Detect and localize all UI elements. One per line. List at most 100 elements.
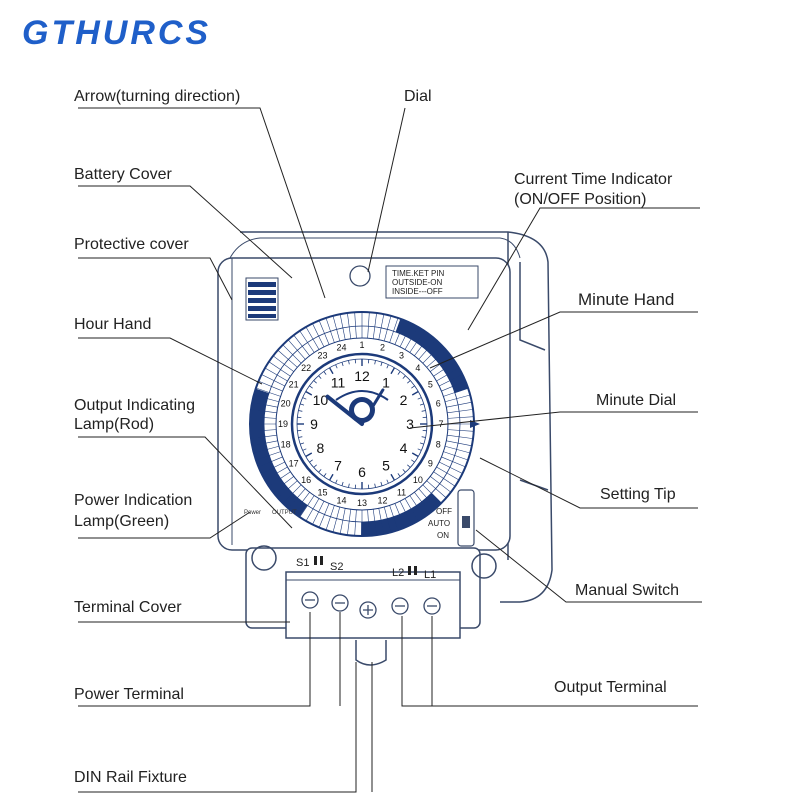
ring-number: 18 xyxy=(281,439,291,449)
label-dial: Dial xyxy=(404,88,432,105)
ring-tick xyxy=(250,429,277,432)
minute-tick xyxy=(335,364,338,369)
ring-tick xyxy=(332,315,341,342)
ring-tick xyxy=(299,330,315,353)
minute-tick xyxy=(380,481,383,486)
dial-number: 4 xyxy=(400,440,408,456)
minute-tick xyxy=(411,459,415,463)
ring-tick xyxy=(250,416,277,419)
on-segment-1 xyxy=(249,388,308,517)
ring-tick xyxy=(347,312,352,339)
ring-tick xyxy=(287,488,306,509)
ring-tick xyxy=(258,380,283,392)
ring-number: 19 xyxy=(278,419,288,429)
ring-tick xyxy=(409,495,425,518)
ring-number: 21 xyxy=(289,380,299,390)
dial-number: 9 xyxy=(310,416,318,432)
ring-number: 6 xyxy=(436,399,441,409)
ring-tick xyxy=(443,387,469,397)
minute-tick xyxy=(341,481,344,486)
minute-tick xyxy=(380,362,383,367)
ring-tick xyxy=(250,409,277,414)
ring-tick xyxy=(430,476,452,493)
ring-tick xyxy=(268,361,291,377)
pin-text-1: TIME.KET PIN xyxy=(392,269,445,278)
ring-tick xyxy=(258,456,283,468)
ring-tick xyxy=(418,488,437,509)
ring-tick xyxy=(252,440,278,447)
setting-tip xyxy=(470,420,480,428)
label-output-lamp-2: Lamp(Rod) xyxy=(74,416,154,433)
ring-tick xyxy=(399,323,412,348)
minute-tick xyxy=(407,380,411,384)
ring-number: 8 xyxy=(436,439,441,449)
minute-tick xyxy=(302,397,307,400)
minute-tick xyxy=(421,436,426,438)
ring-tick xyxy=(287,339,306,360)
label-minute-hand: Minute Hand xyxy=(578,290,674,309)
label-battery-cover: Battery Cover xyxy=(74,166,172,183)
ring-tick xyxy=(347,509,352,536)
ring-tick xyxy=(268,471,291,487)
minute-tick xyxy=(386,479,389,484)
ring-tick xyxy=(332,506,341,533)
terminal-s2: S2 xyxy=(330,561,343,573)
minute-tick xyxy=(309,385,313,389)
ring-tick xyxy=(325,505,335,531)
label-terminal-cover: Terminal Cover xyxy=(74,599,182,616)
ring-tick xyxy=(367,312,370,339)
dial-number: 6 xyxy=(358,464,366,480)
ring-number: 7 xyxy=(438,419,443,429)
battery-cover xyxy=(245,277,279,321)
din-clip xyxy=(355,640,387,666)
ring-tick xyxy=(438,461,463,474)
ring-number: 23 xyxy=(317,351,327,361)
center-hub-inner xyxy=(354,402,370,418)
ring-number: 16 xyxy=(301,475,311,485)
label-hour-hand: Hour Hand xyxy=(74,316,151,333)
label-current-time-2: (ON/OFF Position) xyxy=(514,191,646,208)
key-pin xyxy=(349,265,371,287)
on-segment-2 xyxy=(395,318,469,394)
terminal-screws xyxy=(301,591,441,619)
minute-tick xyxy=(407,464,411,468)
ring-tick xyxy=(372,509,377,536)
ring-tick xyxy=(404,326,419,350)
ring-tick xyxy=(409,330,425,353)
minute-tick xyxy=(374,360,376,365)
ring-tick xyxy=(394,320,406,345)
minute-tick xyxy=(302,448,307,451)
minute-tick xyxy=(298,436,303,438)
minute-tick xyxy=(305,452,313,458)
ring-tick xyxy=(447,409,474,414)
ring-tick xyxy=(253,394,280,403)
minute-tick xyxy=(309,459,313,463)
minute-tick xyxy=(402,375,406,379)
manual-switch[interactable]: OFF AUTO ON xyxy=(428,489,475,547)
ring-tick xyxy=(305,326,320,350)
ring-number: 9 xyxy=(428,459,433,469)
minute-tick xyxy=(386,364,389,369)
ring-tick xyxy=(441,456,466,468)
ring-number: 20 xyxy=(281,399,291,409)
ring-number: 1 xyxy=(359,340,364,350)
ring-tick xyxy=(422,484,442,504)
ring-tick xyxy=(444,394,471,403)
terminal-l1: L1 xyxy=(424,569,436,581)
ring-tick xyxy=(367,509,370,536)
minute-tick xyxy=(323,473,327,477)
label-output-terminal: Output Terminal xyxy=(554,679,667,696)
minute-tick xyxy=(390,473,396,481)
ring-number: 22 xyxy=(301,363,311,373)
switch-auto-label: AUTO xyxy=(428,519,450,528)
ring-tick xyxy=(441,380,466,392)
pin-label-box: TIME.KET PIN OUTSIDE-ON INSIDE---OFF xyxy=(385,265,479,299)
dial-number: 2 xyxy=(400,392,408,408)
ring-tick xyxy=(447,429,474,432)
ring-tick xyxy=(389,317,399,343)
ring-tick xyxy=(305,498,320,522)
ring-tick xyxy=(277,349,298,368)
ring-tick xyxy=(414,492,431,514)
